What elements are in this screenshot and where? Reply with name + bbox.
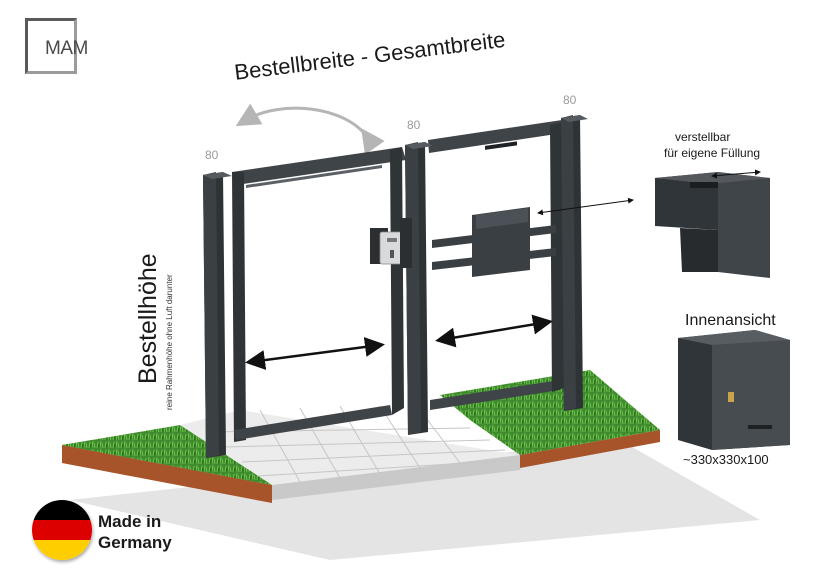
logo: MAM	[45, 38, 88, 59]
made-in-germany-badge: Made in Germany	[98, 511, 172, 553]
lock-handle-icon	[379, 231, 403, 265]
post-right	[561, 115, 588, 411]
adjustable-label-2: für eigene Füllung	[664, 146, 761, 160]
gate-lock	[370, 218, 412, 268]
post-left-label: 80	[205, 148, 219, 162]
height-title: Bestellhöhe	[134, 253, 162, 384]
post-middle-label: 80	[407, 118, 421, 132]
post-right-label: 80	[563, 93, 577, 107]
mailbox-detail-inside	[678, 330, 790, 450]
height-note: reine Rahmenhöhe ohne Luft darunter	[165, 274, 174, 410]
badge-line-2: Germany	[98, 533, 172, 552]
key-icon	[728, 392, 734, 402]
post-left	[203, 172, 232, 458]
left-gate-frame	[232, 147, 406, 442]
rotate-arrow-icon	[235, 103, 385, 155]
german-flag-icon	[32, 500, 92, 560]
detail-pointer-arrow	[537, 197, 634, 216]
logo-frame	[25, 18, 77, 74]
gate-mailbox	[472, 141, 530, 277]
box-size-label: ~330x330x100	[683, 452, 769, 467]
adjustable-label-1: verstellbar	[675, 130, 731, 144]
adjust-arrow	[711, 169, 761, 179]
inside-view-label: Innenansicht	[685, 312, 776, 329]
left-lawn-soil	[62, 445, 272, 503]
left-width-arrow	[245, 337, 385, 370]
right-lawn-soil	[520, 430, 660, 468]
right-width-arrow	[435, 314, 553, 348]
post-middle	[405, 142, 433, 435]
ground-shadow	[70, 440, 760, 560]
badge-line-1: Made in	[98, 512, 162, 531]
mailbox-detail-adjustable	[655, 169, 770, 278]
